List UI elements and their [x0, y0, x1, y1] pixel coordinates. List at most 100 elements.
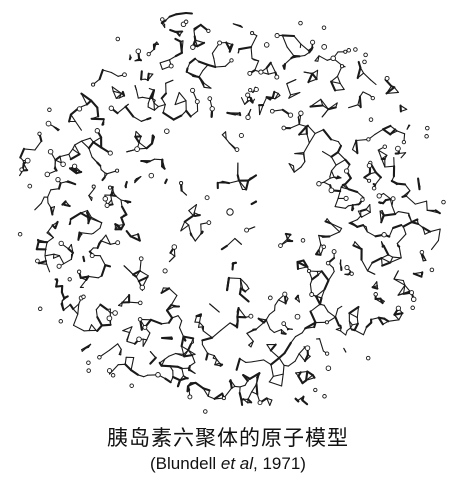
bond — [360, 215, 363, 218]
atom — [17, 231, 23, 237]
bond — [385, 91, 399, 94]
bond — [77, 233, 82, 241]
bond — [121, 301, 123, 307]
bond — [263, 359, 272, 366]
bond — [52, 221, 59, 226]
bond — [327, 311, 336, 318]
atom — [304, 345, 311, 351]
bond — [384, 165, 395, 168]
atom — [44, 171, 51, 178]
atom — [376, 193, 382, 199]
bond — [365, 204, 371, 211]
bond — [362, 91, 371, 96]
bond — [184, 11, 193, 15]
bond — [88, 187, 96, 197]
bond — [225, 41, 231, 50]
bond — [354, 241, 363, 250]
bond — [262, 96, 268, 106]
citation-et-al: et al — [220, 454, 254, 473]
atom — [58, 240, 64, 247]
bond — [308, 48, 313, 54]
bond — [307, 72, 314, 84]
bond — [213, 392, 224, 400]
bond — [297, 116, 301, 124]
bond — [74, 140, 83, 146]
bond — [185, 67, 189, 73]
bond — [157, 103, 166, 108]
bond — [324, 220, 332, 225]
atom — [146, 51, 151, 57]
bond — [70, 114, 77, 123]
bond — [132, 115, 142, 122]
atom — [137, 317, 143, 322]
bond — [314, 55, 320, 62]
bond — [194, 381, 205, 390]
bond — [328, 231, 341, 237]
bond — [374, 176, 382, 186]
atom — [138, 256, 144, 262]
bond — [250, 46, 253, 60]
bond — [85, 99, 93, 106]
bond — [61, 297, 65, 302]
bond — [289, 123, 300, 129]
atom — [321, 25, 327, 30]
bond — [99, 222, 103, 229]
atom — [138, 300, 143, 306]
bond — [329, 222, 343, 229]
bond — [211, 52, 215, 60]
bond — [300, 370, 308, 373]
atom — [207, 96, 213, 101]
atom — [91, 184, 96, 189]
bond — [404, 284, 411, 292]
bond — [134, 135, 141, 144]
atom — [76, 269, 82, 274]
bond — [102, 69, 112, 74]
bond — [47, 224, 54, 233]
bond — [95, 309, 98, 318]
bond — [112, 90, 117, 99]
bond — [434, 209, 441, 215]
bond — [19, 156, 24, 162]
bond — [348, 305, 360, 315]
bond — [78, 232, 93, 235]
bond — [147, 98, 151, 104]
bond — [181, 345, 185, 355]
bond — [55, 127, 59, 132]
atom — [353, 47, 358, 52]
bond — [396, 233, 407, 245]
atom — [203, 409, 208, 414]
bond — [226, 237, 236, 247]
bond — [88, 324, 93, 332]
bond — [404, 183, 411, 192]
bond — [318, 234, 322, 246]
bond — [196, 41, 206, 48]
atom — [424, 134, 429, 139]
atom — [194, 99, 200, 105]
bond — [266, 67, 269, 75]
bond — [122, 326, 133, 332]
bond — [389, 130, 398, 135]
bond — [120, 205, 128, 216]
bond — [303, 142, 310, 154]
bond — [327, 270, 335, 281]
atom — [190, 44, 196, 50]
bond — [211, 329, 222, 339]
bond — [114, 223, 123, 231]
bond — [369, 204, 371, 213]
atom — [19, 167, 24, 172]
bond — [168, 13, 178, 18]
bond — [303, 71, 313, 75]
atom — [248, 313, 254, 319]
bond — [44, 253, 55, 257]
bond — [309, 104, 324, 108]
bond — [229, 380, 233, 389]
atom — [363, 52, 368, 58]
bond — [255, 321, 265, 330]
atom — [257, 400, 263, 406]
atom — [343, 168, 350, 174]
bond — [90, 232, 94, 235]
bond — [339, 227, 343, 233]
bond — [248, 344, 252, 348]
bond — [393, 312, 404, 316]
bond — [72, 308, 79, 315]
